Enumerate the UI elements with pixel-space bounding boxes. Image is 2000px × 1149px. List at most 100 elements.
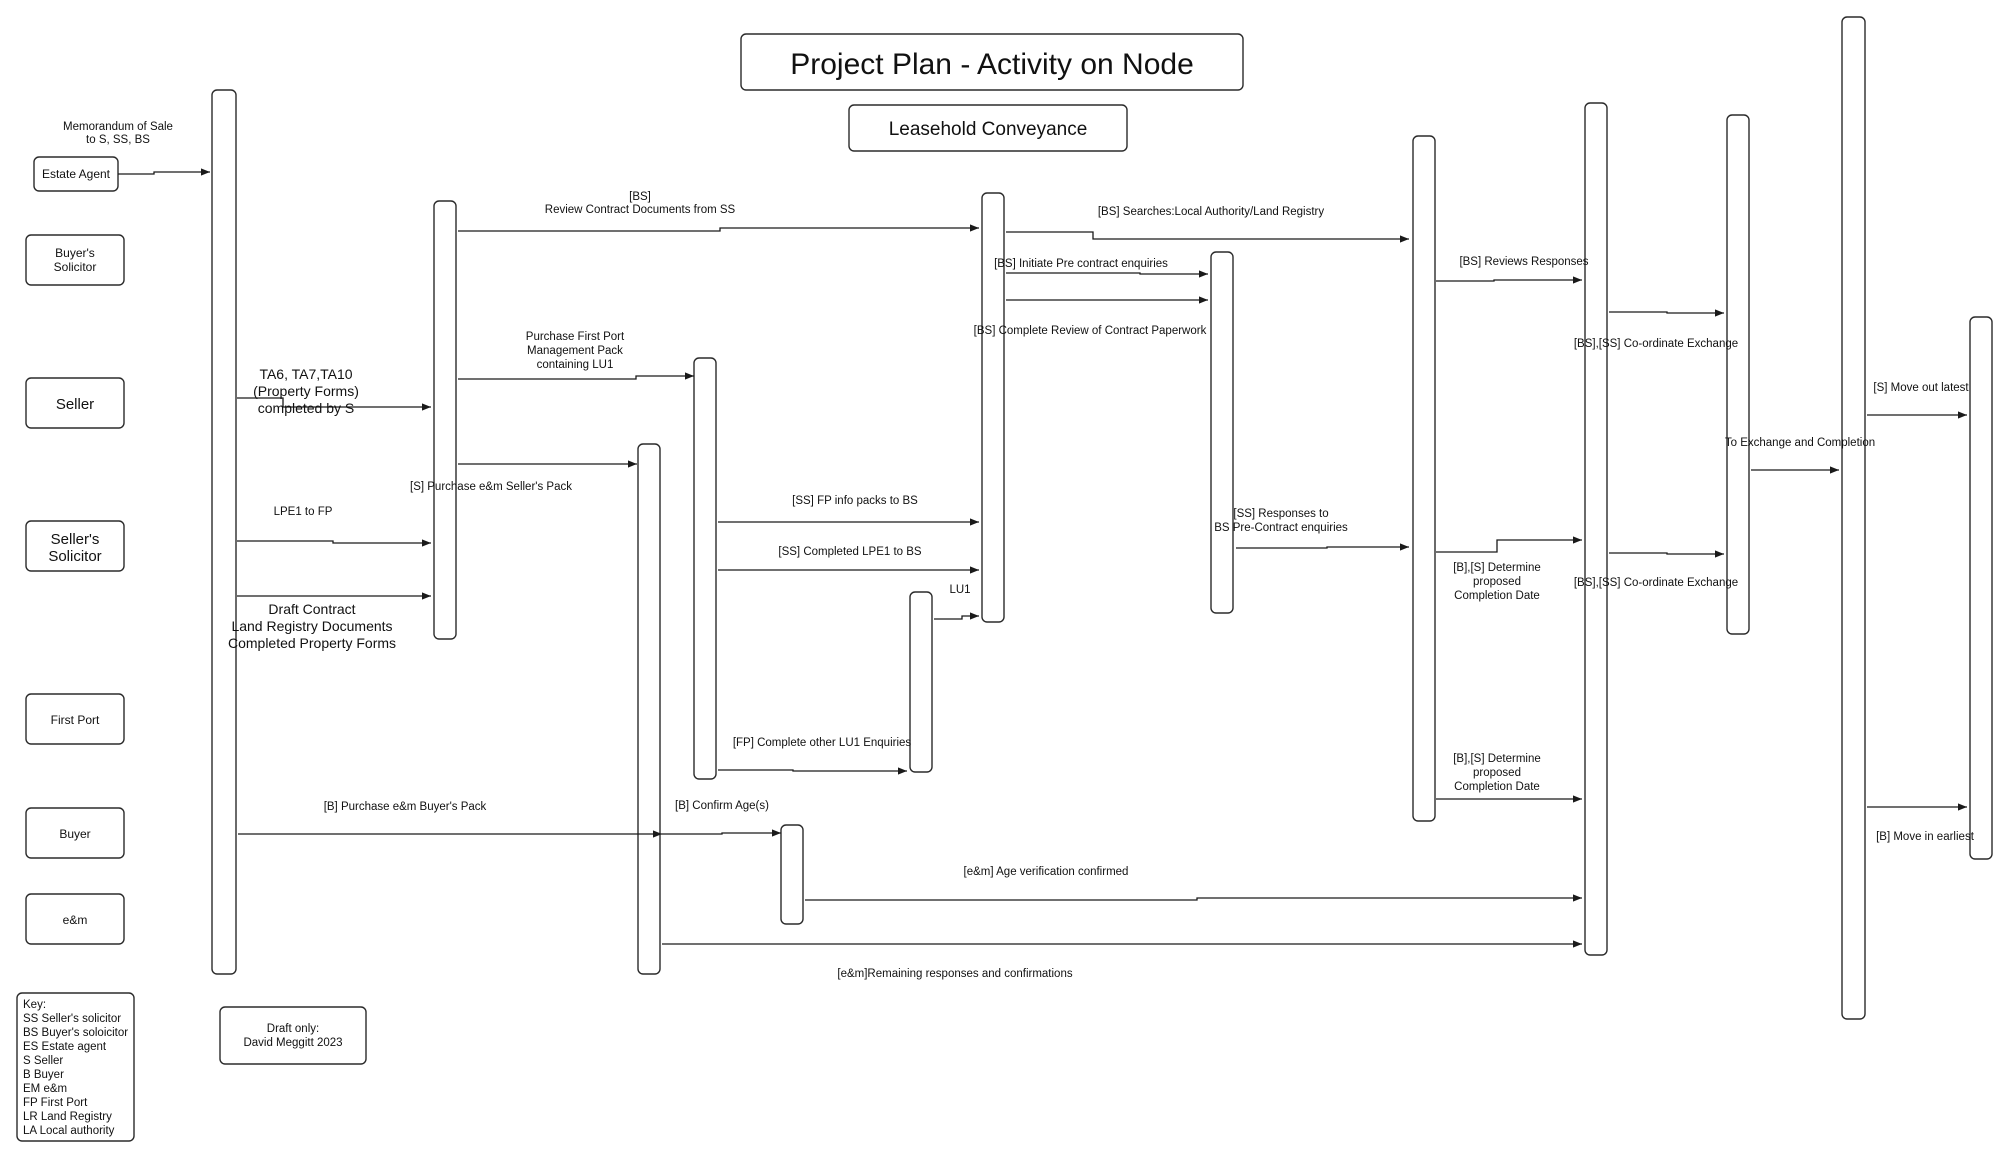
text-line: First Port	[51, 713, 100, 727]
label-coordinate-exchange-2: [BS],[SS] Co-ordinate Exchange	[1574, 577, 1738, 589]
activity-bar-9	[1412, 135, 1436, 822]
text-line: containing LU1	[537, 359, 614, 371]
activity-bar-7	[981, 192, 1005, 623]
text-line: Buyer	[59, 827, 90, 841]
text-line: proposed	[1473, 767, 1521, 779]
text-line: [B],[S] Determine	[1453, 753, 1541, 765]
text-line: [SS] Completed LPE1 to BS	[778, 546, 922, 558]
label-fp-complete-lu1: [FP] Complete other LU1 Enquiries	[733, 737, 912, 749]
label-purchase-em-seller: [S] Purchase e&m Seller's Pack	[410, 481, 572, 493]
activity-bar-6	[909, 591, 933, 773]
actor-first-port-label: First Port	[51, 713, 100, 727]
text-line: [BS],[SS] Co-ordinate Exchange	[1574, 338, 1738, 350]
text-line: (Property Forms)	[253, 383, 359, 399]
label-age-verification: [e&m] Age verification confirmed	[964, 866, 1129, 878]
text-line: To Exchange and Completion	[1725, 437, 1875, 449]
text-line: Memorandum of Sale	[63, 121, 173, 133]
edge-reviews-responses	[1436, 276, 1582, 284]
activity-bar-4	[693, 357, 717, 780]
text-line: LPE1 to FP	[274, 506, 333, 518]
actor-seller-label: Seller	[56, 396, 94, 413]
text-line: ES Estate agent	[23, 1041, 107, 1053]
actor-estate-agent-label: Estate Agent	[42, 167, 111, 181]
text-line: Solicitor	[54, 260, 97, 274]
text-line: SS Seller's solicitor	[23, 1013, 121, 1025]
edge-lpe1	[237, 539, 431, 547]
text-line: Draft Contract	[268, 601, 355, 617]
label-purchase-em-buyer: [B] Purchase e&m Buyer's Pack	[324, 801, 487, 813]
label-move-in: [B] Move in earliest	[1876, 831, 1975, 843]
text-line: Completed Property Forms	[228, 635, 396, 651]
text-line: LA Local authority	[23, 1125, 115, 1137]
text-line: Management Pack	[527, 345, 623, 357]
title-box	[740, 33, 1244, 91]
actor-first-port: First Port	[25, 693, 125, 745]
activity-bar-12	[1841, 16, 1866, 1020]
actor-buyer: Buyer	[25, 807, 125, 859]
label-fp-info-packs: [SS] FP info packs to BS	[792, 495, 918, 507]
label-confirm-ages: [B] Confirm Age(s)	[675, 800, 769, 812]
text-line: Purchase First Port	[526, 331, 625, 343]
diagram-subtitle: Leasehold Conveyance	[889, 119, 1088, 140]
text-line: David Meggitt 2023	[243, 1037, 342, 1049]
text-line: B Buyer	[23, 1069, 64, 1081]
actor-buyer-label: Buyer	[59, 827, 90, 841]
text-line: Review Contract Documents from SS	[545, 204, 736, 216]
text-line: FP First Port	[23, 1097, 88, 1109]
key-heading: Key:	[23, 999, 46, 1011]
text-line: [S] Purchase e&m Seller's Pack	[410, 481, 572, 493]
text-line: TA6, TA7,TA10	[259, 366, 352, 382]
edge-determine-completion-1	[1436, 536, 1582, 553]
edge-age-verification	[805, 894, 1582, 902]
label-searches: [BS] Searches:Local Authority/Land Regis…	[1098, 206, 1325, 218]
label-move-out: [S] Move out latest	[1873, 382, 1969, 394]
label-reviews-responses: [BS] Reviews Responses	[1459, 256, 1588, 268]
text-line: Estate Agent	[42, 167, 111, 181]
text-line: [BS] Complete Review of Contract Paperwo…	[974, 325, 1207, 337]
text-line: Seller	[56, 396, 94, 413]
label-to-exchange: To Exchange and Completion	[1725, 437, 1875, 449]
label-initiate-enquiries: [BS] Initiate Pre contract enquiries	[994, 258, 1168, 270]
text-line: [B],[S] Determine	[1453, 562, 1541, 574]
label-ta-forms: TA6, TA7,TA10(Property Forms)completed b…	[253, 366, 359, 416]
text-line: [B] Purchase e&m Buyer's Pack	[324, 801, 487, 813]
activity-bar-3	[637, 443, 661, 975]
activity-bar-13	[1969, 316, 1993, 860]
text-line: [BS],[SS] Co-ordinate Exchange	[1574, 577, 1738, 589]
text-line: [BS] Reviews Responses	[1459, 256, 1588, 268]
text-line: Buyer's	[55, 246, 95, 260]
text-line: [SS] FP info packs to BS	[792, 495, 918, 507]
label-lpe1: LPE1 to FP	[274, 506, 333, 518]
text-line: [BS] Initiate Pre contract enquiries	[994, 258, 1168, 270]
text-line: Solicitor	[48, 548, 101, 565]
label-coordinate-exchange-1: [BS],[SS] Co-ordinate Exchange	[1574, 338, 1738, 350]
text-line: [BS] Searches:Local Authority/Land Regis…	[1098, 206, 1325, 218]
edge-searches	[1006, 231, 1409, 243]
text-line: Land Registry Documents	[231, 618, 392, 634]
draft-note-label: Draft only:David Meggitt 2023	[243, 1023, 342, 1049]
text-line: S Seller	[23, 1055, 63, 1067]
text-line: [e&m]Remaining responses and confirmatio…	[837, 968, 1072, 980]
edge-ss-responses	[1236, 543, 1409, 551]
edge-lu1	[934, 612, 979, 620]
text-line: [SS] Responses to	[1233, 508, 1328, 520]
text-line: [B] Confirm Age(s)	[675, 800, 769, 812]
text-line: Seller's	[51, 531, 100, 548]
edge-coordinate-exchange-1	[1609, 309, 1724, 317]
text-line: [FP] Complete other LU1 Enquiries	[733, 737, 912, 749]
label-review-contract: [BS]Review Contract Documents from SS	[545, 191, 736, 216]
text-line: [e&m] Age verification confirmed	[964, 866, 1129, 878]
text-line: to S, SS, BS	[86, 134, 150, 146]
activity-bar-5	[780, 824, 804, 925]
